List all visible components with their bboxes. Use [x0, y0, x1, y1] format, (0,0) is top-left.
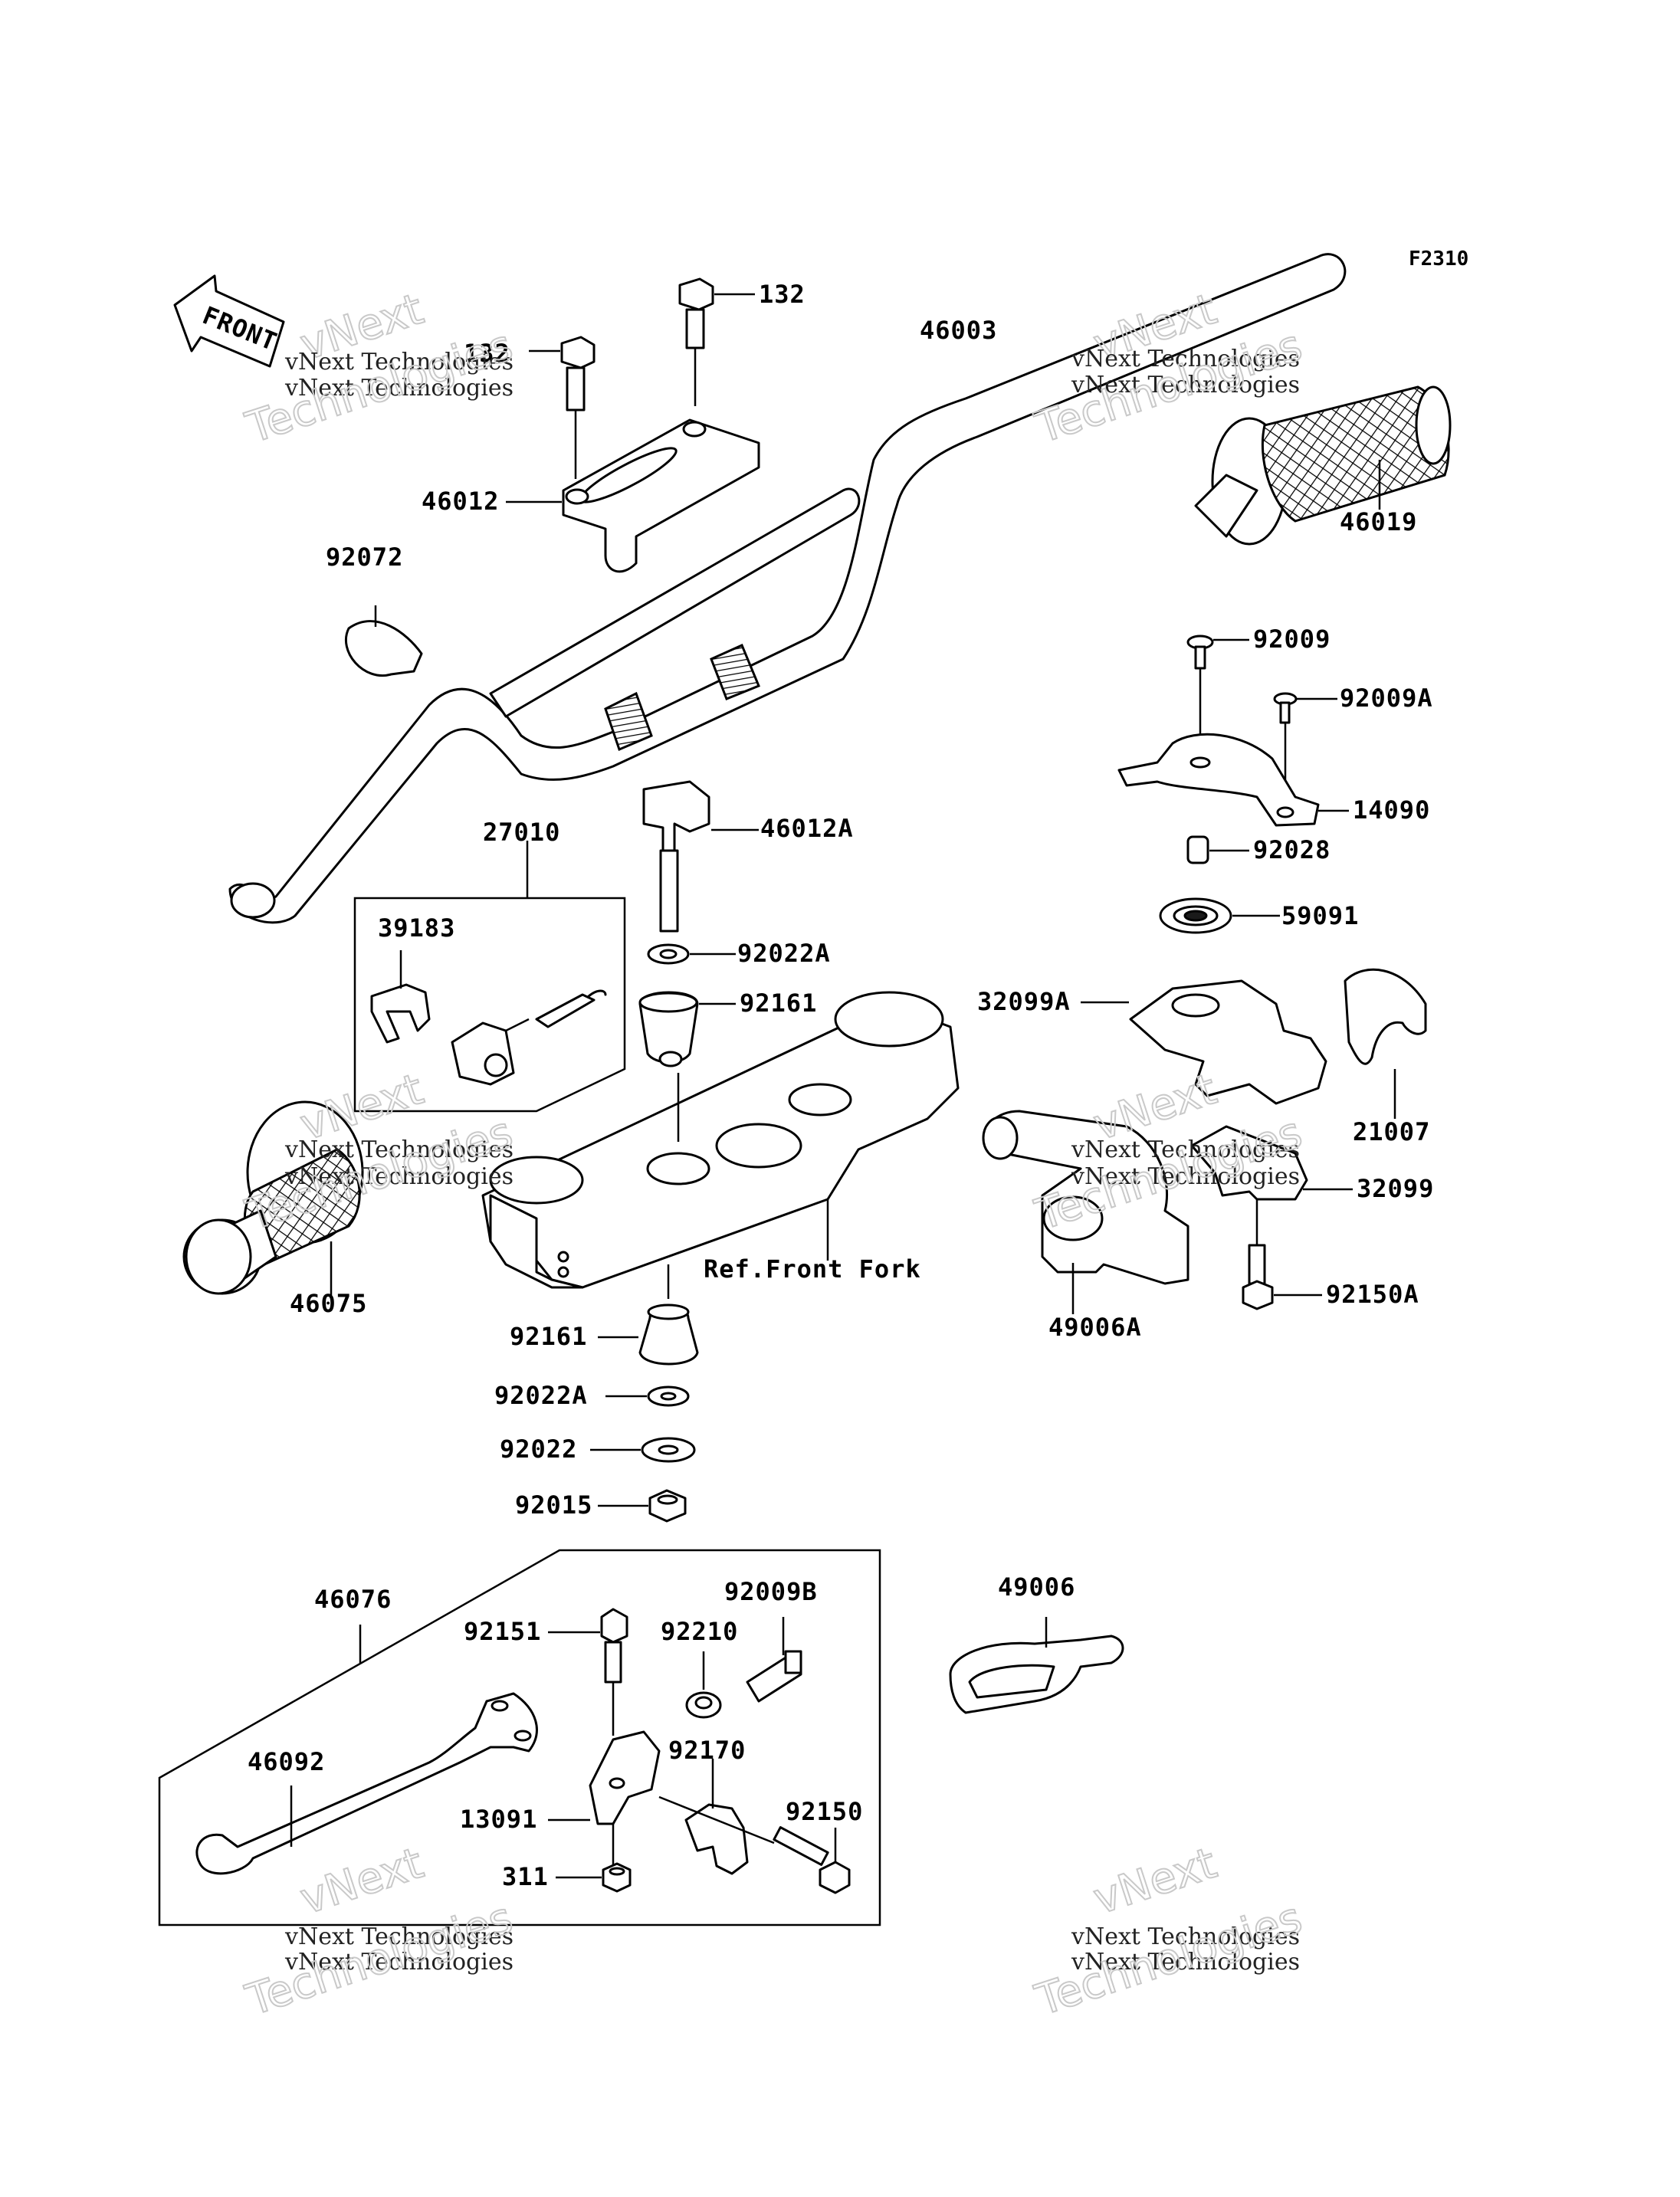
svg-text:vNext Technologies: vNext Technologies — [1071, 1136, 1300, 1163]
label-92150A: 92150A — [1326, 1280, 1419, 1309]
svg-text:vNext: vNext — [294, 1838, 429, 1924]
label-39183: 39183 — [378, 913, 455, 943]
switch-assembly-27010 — [353, 841, 626, 1113]
reference-note: Ref.Front Fork — [704, 1254, 921, 1284]
damper-92161-top — [638, 991, 736, 1064]
collar-92028 — [1186, 835, 1249, 864]
label-92009B: 92009B — [724, 1577, 818, 1606]
triple-clamp — [481, 991, 960, 1289]
label-92151: 92151 — [464, 1617, 541, 1646]
svg-text:vNext Technologies: vNext Technologies — [1071, 1949, 1300, 1976]
grip-46075 — [182, 1100, 364, 1295]
screw-92009B — [746, 1617, 802, 1703]
label-49006: 49006 — [998, 1572, 1075, 1602]
label-46092: 46092 — [248, 1747, 325, 1776]
label-92009: 92009 — [1253, 625, 1331, 654]
lever-46092 — [195, 1692, 538, 1875]
throttle-housing-49006A — [982, 1110, 1189, 1314]
pulley-59091 — [1159, 897, 1280, 934]
watermark-bottom-left: vNext vNext Technologies vNext Technolog… — [239, 1838, 519, 2027]
cover-49006 — [949, 1617, 1124, 1714]
label-21007: 21007 — [1353, 1117, 1430, 1146]
label-311: 311 — [502, 1862, 549, 1891]
label-92072: 92072 — [326, 543, 403, 572]
washer-92022A-top — [647, 943, 736, 965]
svg-text:vNext Technologies: vNext Technologies — [284, 1163, 514, 1190]
label-92022A-top: 92022A — [737, 939, 831, 968]
nut-311 — [556, 1862, 632, 1893]
svg-text:vNext Technologies: vNext Technologies — [284, 1136, 514, 1163]
watermark-top-left: vNext vNext Technologies vNext Technolog… — [239, 284, 519, 454]
guide-21007 — [1344, 968, 1427, 1119]
bolt-132-top — [678, 277, 755, 406]
label-92009A: 92009A — [1340, 684, 1433, 713]
watermark-bottom-right: vNext vNext Technologies vNext Technolog… — [1029, 1838, 1308, 2027]
throttle-case-32099A — [1081, 979, 1327, 1105]
adjuster-92210 — [685, 1651, 722, 1719]
label-46012A: 46012A — [760, 814, 854, 843]
label-92022A-bottom: 92022A — [494, 1381, 588, 1410]
lever-assembly-46076 — [158, 1549, 881, 1926]
label-92170: 92170 — [668, 1736, 746, 1765]
svg-text:vNext Technologies: vNext Technologies — [284, 1923, 514, 1950]
cover-14090 — [1117, 733, 1349, 827]
label-27010: 27010 — [483, 818, 560, 847]
label-32099: 32099 — [1357, 1174, 1434, 1203]
svg-text:vNext Technologies: vNext Technologies — [284, 349, 514, 375]
holder-13091 — [548, 1730, 661, 1870]
washer-92022 — [590, 1437, 696, 1463]
label-92022: 92022 — [500, 1435, 577, 1464]
handlebar-46003 — [228, 253, 1347, 924]
svg-text:vNext Technologies: vNext Technologies — [1071, 346, 1300, 372]
diagram-code: F2310 — [1409, 248, 1468, 271]
bolt-92150A — [1242, 1199, 1322, 1310]
damper-92161-bottom — [598, 1264, 699, 1366]
label-92028: 92028 — [1253, 835, 1331, 864]
bolt-92151 — [548, 1608, 628, 1736]
svg-text:vNext: vNext — [1088, 1838, 1222, 1924]
label-92015: 92015 — [515, 1490, 592, 1520]
label-46019: 46019 — [1340, 507, 1417, 536]
label-92210: 92210 — [661, 1617, 738, 1646]
svg-text:vNext Technologies: vNext Technologies — [284, 375, 514, 402]
clamp-92170 — [684, 1759, 749, 1875]
label-46012: 46012 — [422, 487, 499, 516]
label-46076: 46076 — [314, 1585, 392, 1614]
washer-92022A-bottom — [605, 1385, 690, 1407]
throttle-case-32099 — [1190, 1125, 1353, 1201]
nut-92015 — [598, 1489, 687, 1523]
holder-46012A — [642, 780, 759, 933]
label-46003: 46003 — [920, 316, 997, 345]
label-59091: 59091 — [1281, 901, 1359, 930]
label-14090: 14090 — [1353, 795, 1430, 825]
label-13091: 13091 — [460, 1805, 537, 1834]
label-32099A: 32099A — [977, 987, 1071, 1016]
label-46075: 46075 — [290, 1289, 367, 1318]
svg-text:vNext Technologies: vNext Technologies — [284, 1949, 514, 1976]
bolt-132-left — [529, 336, 596, 479]
bolt-92150 — [658, 1795, 851, 1894]
label-132-left: 132 — [464, 339, 510, 368]
label-132-top: 132 — [759, 280, 806, 309]
band-92072 — [344, 605, 423, 677]
grip-46019 — [1194, 385, 1452, 546]
label-92161-bottom: 92161 — [510, 1322, 587, 1351]
clamp-46012 — [506, 418, 760, 573]
svg-text:vNext Technologies: vNext Technologies — [1071, 1163, 1300, 1190]
svg-text:vNext Technologies: vNext Technologies — [1071, 1923, 1300, 1950]
label-49006A: 49006A — [1048, 1313, 1142, 1342]
label-92161-top: 92161 — [740, 989, 817, 1018]
label-92150: 92150 — [786, 1797, 863, 1826]
front-arrow-icon: FRONT — [173, 274, 285, 368]
svg-text:vNext Technologies: vNext Technologies — [1071, 372, 1300, 398]
